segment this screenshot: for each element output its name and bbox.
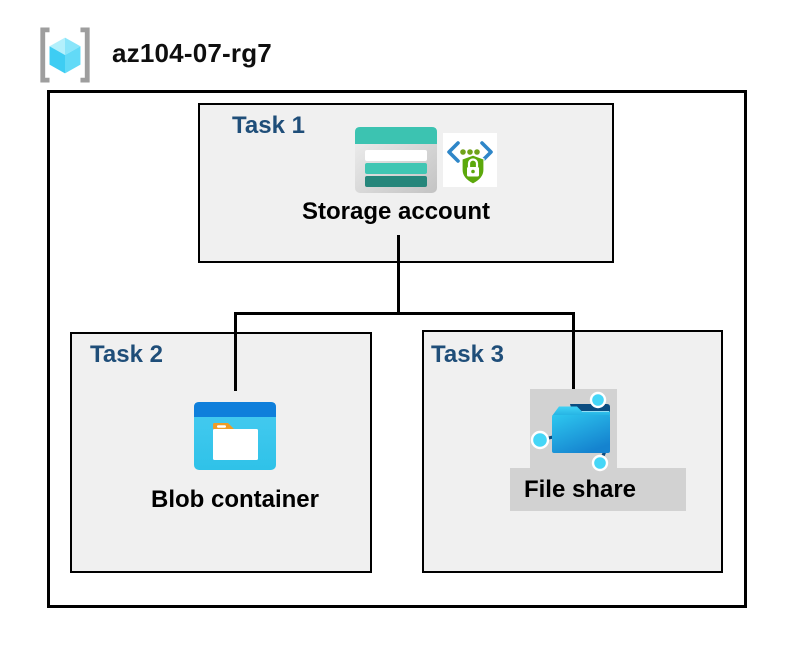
connector-to-fileshare <box>572 312 575 391</box>
file-share-label-background <box>510 468 686 511</box>
connector-storage-stem <box>397 235 400 314</box>
resource-group-name: az104-07-rg7 <box>112 38 272 68</box>
storage-account-icon <box>355 127 437 193</box>
task2-label: Task 2 <box>90 341 163 368</box>
connector-branch <box>234 312 575 315</box>
task2-resource-label: Blob container <box>150 486 319 513</box>
resource-group-icon <box>40 27 90 83</box>
blob-container-icon <box>194 402 276 470</box>
file-share-icon <box>530 391 610 472</box>
task3-label: Task 3 <box>431 341 504 368</box>
task1-label: Task 1 <box>232 112 305 139</box>
connector-to-blob <box>234 312 237 391</box>
task3-resource-label: File share <box>523 476 637 503</box>
task1-resource-label: Storage account <box>301 198 491 225</box>
secure-access-icon <box>443 133 497 187</box>
